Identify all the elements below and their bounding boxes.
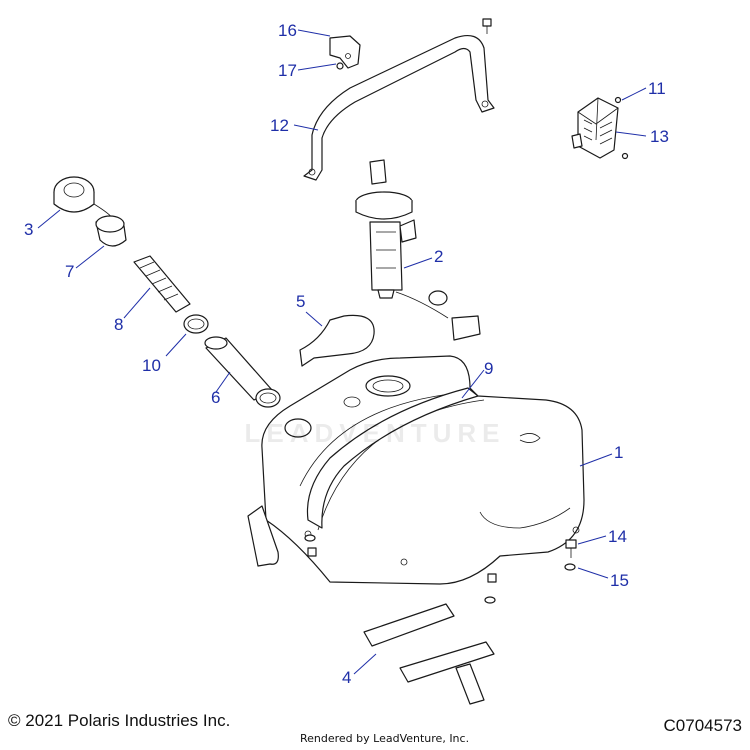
hose-clamp-upper [183,314,209,334]
callout-8: 8 [114,315,123,334]
tank-side-bracket [247,505,279,567]
callout-17: 17 [278,61,297,80]
tank-bolt-left [304,534,317,557]
callout-2: 2 [434,247,443,266]
fuel-cap [53,176,113,219]
watermark: LEADVENTURE [244,418,506,448]
module-screw-bottom [621,152,629,160]
filler-neck [95,215,127,247]
hose-clamp-lower [255,388,281,408]
callout-16: 16 [278,21,297,40]
callout-4: 4 [342,668,351,687]
fuel-tank [261,355,585,585]
heat-shield [299,314,375,367]
tank-washer [564,563,576,571]
callout-15: 15 [610,571,629,590]
diagram-code: C0704573 [663,716,742,735]
callout-6: 6 [211,388,220,407]
tank-band [306,387,479,529]
callout-10: 10 [142,356,161,375]
callout-11: 11 [648,79,666,98]
callout-5: 5 [296,292,305,311]
callout-12: 12 [270,116,289,135]
callout-13: 13 [650,127,669,146]
tank-bolt [565,539,577,558]
module-screw-top [614,96,622,104]
leader-lines [37,29,647,675]
bracket-screw [336,62,344,70]
callout-7: 7 [65,262,74,281]
fill-hose [133,255,191,313]
bracket [329,35,361,69]
callout-14: 14 [608,527,627,546]
tank-bolt-center [484,573,497,604]
callout-1: 1 [614,443,623,462]
control-module [571,97,619,159]
tank-strap [303,35,495,181]
callout-9: 9 [484,359,493,378]
filler-hose [204,336,273,401]
callout-3: 3 [24,220,33,239]
strap-screw [482,18,492,34]
tank-pads [363,603,495,705]
fuel-pump [355,159,481,341]
copyright-text: © 2021 Polaris Industries Inc. [8,711,231,730]
rendered-by-text: Rendered by LeadVenture, Inc. [300,732,470,745]
